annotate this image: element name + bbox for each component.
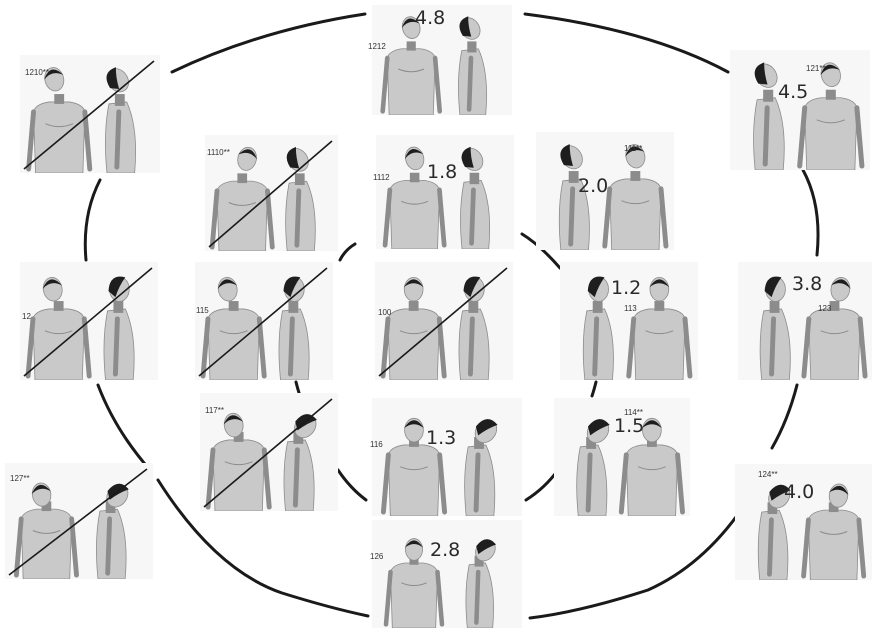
side-view-figure [279,277,309,380]
panel-id-label: 100 [378,308,391,317]
front-view-figure [383,15,440,115]
pose-value-label: 1.3 [426,427,456,449]
panel-id-label: 124** [758,470,778,479]
photo-figures [376,135,514,249]
pose-value-label: 2.0 [578,175,608,197]
panel-id-label: 121** [806,64,826,73]
side-view-figure [465,415,502,516]
photo-figures [375,262,513,380]
panel-id-label: 1112 [373,173,390,182]
arc-left-lower [98,385,150,470]
photo-figures [372,520,522,628]
panel-id-label: 123 [818,304,831,313]
pose-value-label: 1.8 [427,161,457,183]
panel-id-label: 12 [22,312,31,321]
panel-id-label: 126 [370,552,383,561]
side-view-figure [457,144,490,249]
panel-id-label: 117** [205,406,224,415]
side-view-figure [466,535,500,628]
arc-top-left [172,14,365,72]
panel-id-label: 115 [196,306,209,315]
arc-inner-right [592,382,596,396]
pose-value-label: 4.0 [784,481,814,503]
side-view-figure [577,415,614,516]
photo-figures [372,398,522,516]
pose-value-label: 3.8 [792,273,822,295]
pose-value-label: 1.5 [614,415,644,437]
panel-id-label: 1212 [368,42,386,51]
posture-photo-panel [372,398,522,516]
panel-id-label: 116 [370,440,383,449]
side-view-figure [760,277,790,380]
front-view-figure [212,145,272,251]
panel-id-label: 1110** [207,148,230,157]
panel-id-label: 113 [624,304,637,313]
photo-figures [20,262,158,380]
pose-value-label: 1.2 [611,277,641,299]
pose-value-label: 2.8 [430,539,460,561]
pose-value-label: 4.5 [778,81,808,103]
posture-photo-panel [372,520,522,628]
panel-id-label: 111** [624,144,642,153]
arc-left-upper [85,180,100,260]
front-view-figure [800,61,862,170]
posture-photo-panel [375,262,513,380]
arc-top-right [525,14,728,72]
panel-id-label: 127** [10,474,30,483]
posture-photo-panel [20,262,158,380]
front-view-figure [605,142,666,250]
arc-right-upper [803,170,818,255]
arc-right-lower [772,385,797,448]
arc-inner-upper-left [340,244,355,260]
posture-photo-panel [195,262,333,380]
photo-figures [195,262,333,380]
pose-value-label: 4.8 [415,7,445,29]
photo-figures [730,50,870,170]
posture-photo-panel [376,135,514,249]
posture-photo-panel [730,50,870,170]
side-view-figure [455,14,487,115]
side-view-figure [750,59,784,170]
side-view-figure [459,277,489,380]
side-view-figure [104,277,134,380]
panel-id-label: 1210** [25,68,49,77]
side-view-figure [583,277,613,380]
arc-inner-lower-left [338,470,366,500]
